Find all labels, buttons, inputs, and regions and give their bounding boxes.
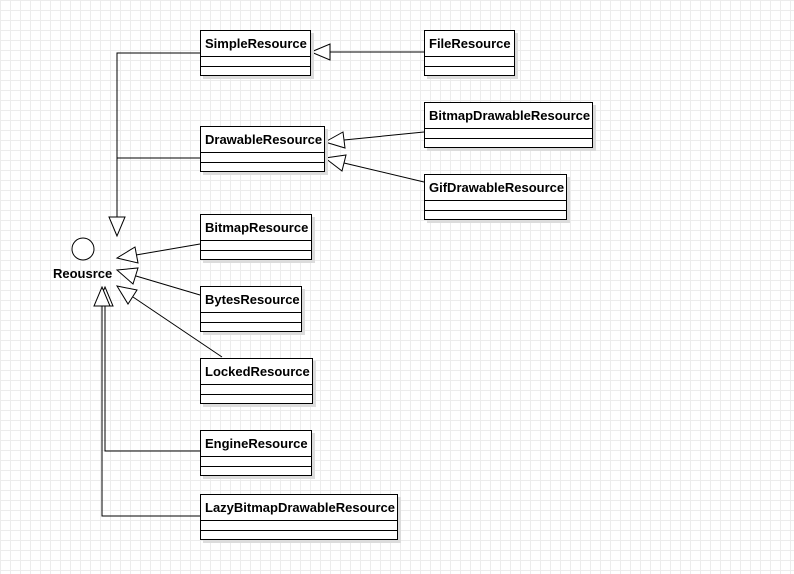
arrowhead-bytes-to-interface [115, 267, 139, 285]
operations-section [201, 395, 312, 403]
class-name: GifDrawableResource [425, 175, 566, 201]
edge-simple-to-interface [116, 52, 200, 218]
class-name: DrawableResource [201, 127, 324, 153]
attributes-section [201, 313, 301, 323]
attributes-section [425, 201, 566, 211]
operations-section [425, 67, 514, 75]
attributes-section [425, 57, 514, 67]
class-bytes-resource[interactable]: BytesResource [200, 286, 302, 332]
arrowhead-locked-to-interface [115, 285, 138, 305]
interface-circle [71, 237, 95, 261]
edge-locked-to-interface [132, 296, 223, 358]
class-name: SimpleResource [201, 31, 310, 57]
attributes-section [201, 457, 311, 467]
arrowhead-bitmap-to-interface [115, 246, 139, 264]
operations-section [201, 163, 324, 171]
edge-lazybitmap-to-interface [101, 306, 200, 517]
arrowhead-file-to-simple [309, 43, 331, 61]
arrowhead-gifdrawable-to-drawable [323, 154, 347, 172]
class-bitmap-drawable-resource[interactable]: BitmapDrawableResource [424, 102, 593, 148]
operations-section [201, 323, 301, 331]
operations-section [201, 67, 310, 75]
operations-section [201, 251, 311, 259]
class-locked-resource[interactable]: LockedResource [200, 358, 313, 404]
class-name: BytesResource [201, 287, 301, 313]
class-gif-drawable-resource[interactable]: GifDrawableResource [424, 174, 567, 220]
class-simple-resource[interactable]: SimpleResource [200, 30, 311, 76]
attributes-section [201, 57, 310, 67]
edge-engine-to-interface [104, 306, 200, 452]
class-lazy-bitmap-drawable-resource[interactable]: LazyBitmapDrawableResource [200, 494, 398, 540]
arrowhead-bitmapdrawable-to-drawable [323, 131, 346, 149]
edge-bytes-to-interface [135, 275, 201, 296]
class-name: FileResource [425, 31, 514, 57]
arrowhead-top-trunk [108, 216, 126, 238]
operations-section [425, 139, 592, 147]
class-name: LockedResource [201, 359, 312, 385]
class-drawable-resource[interactable]: DrawableResource [200, 126, 325, 172]
attributes-section [201, 521, 397, 531]
interface-label: Reousrce [53, 266, 113, 281]
class-engine-resource[interactable]: EngineResource [200, 430, 312, 476]
class-name: EngineResource [201, 431, 311, 457]
edge-bitmapdrawable-to-drawable [343, 131, 425, 141]
class-name: BitmapDrawableResource [425, 103, 592, 129]
operations-section [201, 467, 311, 475]
attributes-section [201, 241, 311, 251]
arrowhead-lazybitmap-to-interface [93, 285, 111, 307]
attributes-section [425, 129, 592, 139]
attributes-section [201, 153, 324, 163]
attributes-section [201, 385, 312, 395]
edge-gifdrawable-to-drawable [343, 162, 425, 183]
class-name: LazyBitmapDrawableResource [201, 495, 397, 521]
edge-bitmap-to-interface [135, 243, 201, 256]
class-file-resource[interactable]: FileResource [424, 30, 515, 76]
class-bitmap-resource[interactable]: BitmapResource [200, 214, 312, 260]
class-name: BitmapResource [201, 215, 311, 241]
operations-section [201, 531, 397, 539]
operations-section [425, 211, 566, 219]
